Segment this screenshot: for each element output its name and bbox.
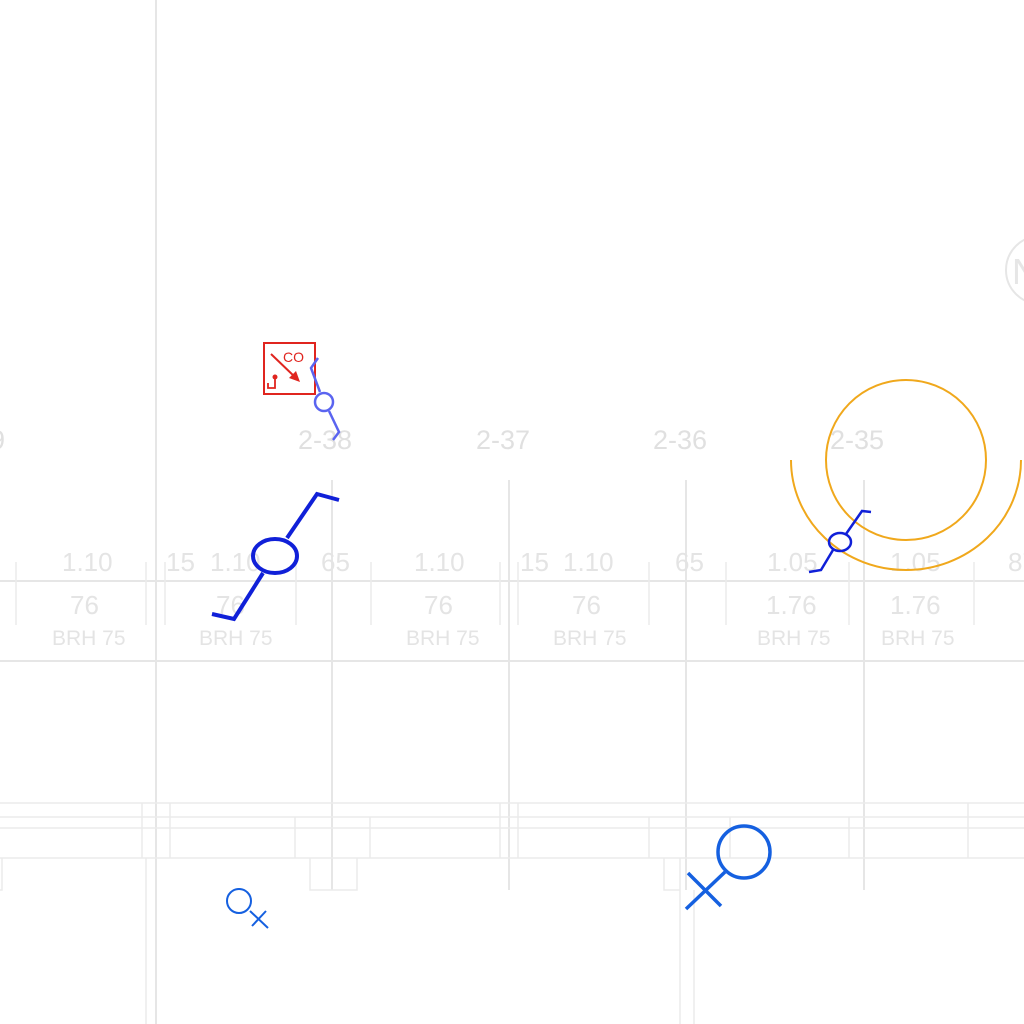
dimension-label: 1.76 bbox=[766, 590, 817, 620]
range-circles-icon bbox=[790, 379, 1022, 571]
wall-line bbox=[0, 858, 3, 891]
dimension-label: 1.10 bbox=[414, 547, 465, 577]
dimension-label: 76 bbox=[572, 590, 601, 620]
wall-line bbox=[309, 858, 358, 891]
lamp-icon bbox=[226, 888, 269, 929]
dimension-label: 65 bbox=[675, 547, 704, 577]
axis-label: 2-38 bbox=[298, 425, 352, 455]
dimension-label: 65 bbox=[321, 547, 350, 577]
switch-icon bbox=[808, 509, 872, 574]
dimension-label: 1.76 bbox=[890, 590, 941, 620]
north-marker-icon: N bbox=[1005, 238, 1024, 302]
dimension-label: 1.05 bbox=[890, 547, 941, 577]
brh-label: BRH 75 bbox=[757, 627, 831, 650]
brh-label: BRH 75 bbox=[406, 627, 480, 650]
axis-label: 9 bbox=[0, 425, 5, 455]
brh-label: BRH 75 bbox=[52, 627, 126, 650]
dimension-label: 76 bbox=[70, 590, 99, 620]
dimension-label: 1.10 bbox=[563, 547, 614, 577]
north-label: N bbox=[1012, 251, 1024, 292]
co-box-icon: CO bbox=[263, 342, 316, 395]
axis-label: 2-37 bbox=[476, 425, 530, 455]
switch-icon bbox=[211, 491, 340, 622]
lamp-icon bbox=[684, 824, 772, 911]
dimension-label: 87 bbox=[1008, 547, 1024, 577]
axis-label: 2-36 bbox=[653, 425, 707, 455]
co-label: CO bbox=[283, 349, 304, 365]
brh-label: BRH 75 bbox=[881, 627, 955, 650]
dimension-label: 15 bbox=[520, 547, 549, 577]
switch-icon bbox=[309, 357, 341, 441]
dimension-label: 1.10 bbox=[62, 547, 113, 577]
dimension-label: 15 bbox=[166, 547, 195, 577]
axis-labels: 9 2-38 2-37 2-36 2-35 bbox=[0, 425, 884, 455]
axis-label: 2-35 bbox=[830, 425, 884, 455]
dimension-labels: 1.10 15 1.10 65 1.10 15 1.10 65 1.05 1.0… bbox=[52, 547, 1024, 650]
brh-label: BRH 75 bbox=[553, 627, 627, 650]
dimension-label: 76 bbox=[424, 590, 453, 620]
wall-line bbox=[663, 858, 680, 891]
brh-label: BRH 75 bbox=[199, 627, 273, 650]
